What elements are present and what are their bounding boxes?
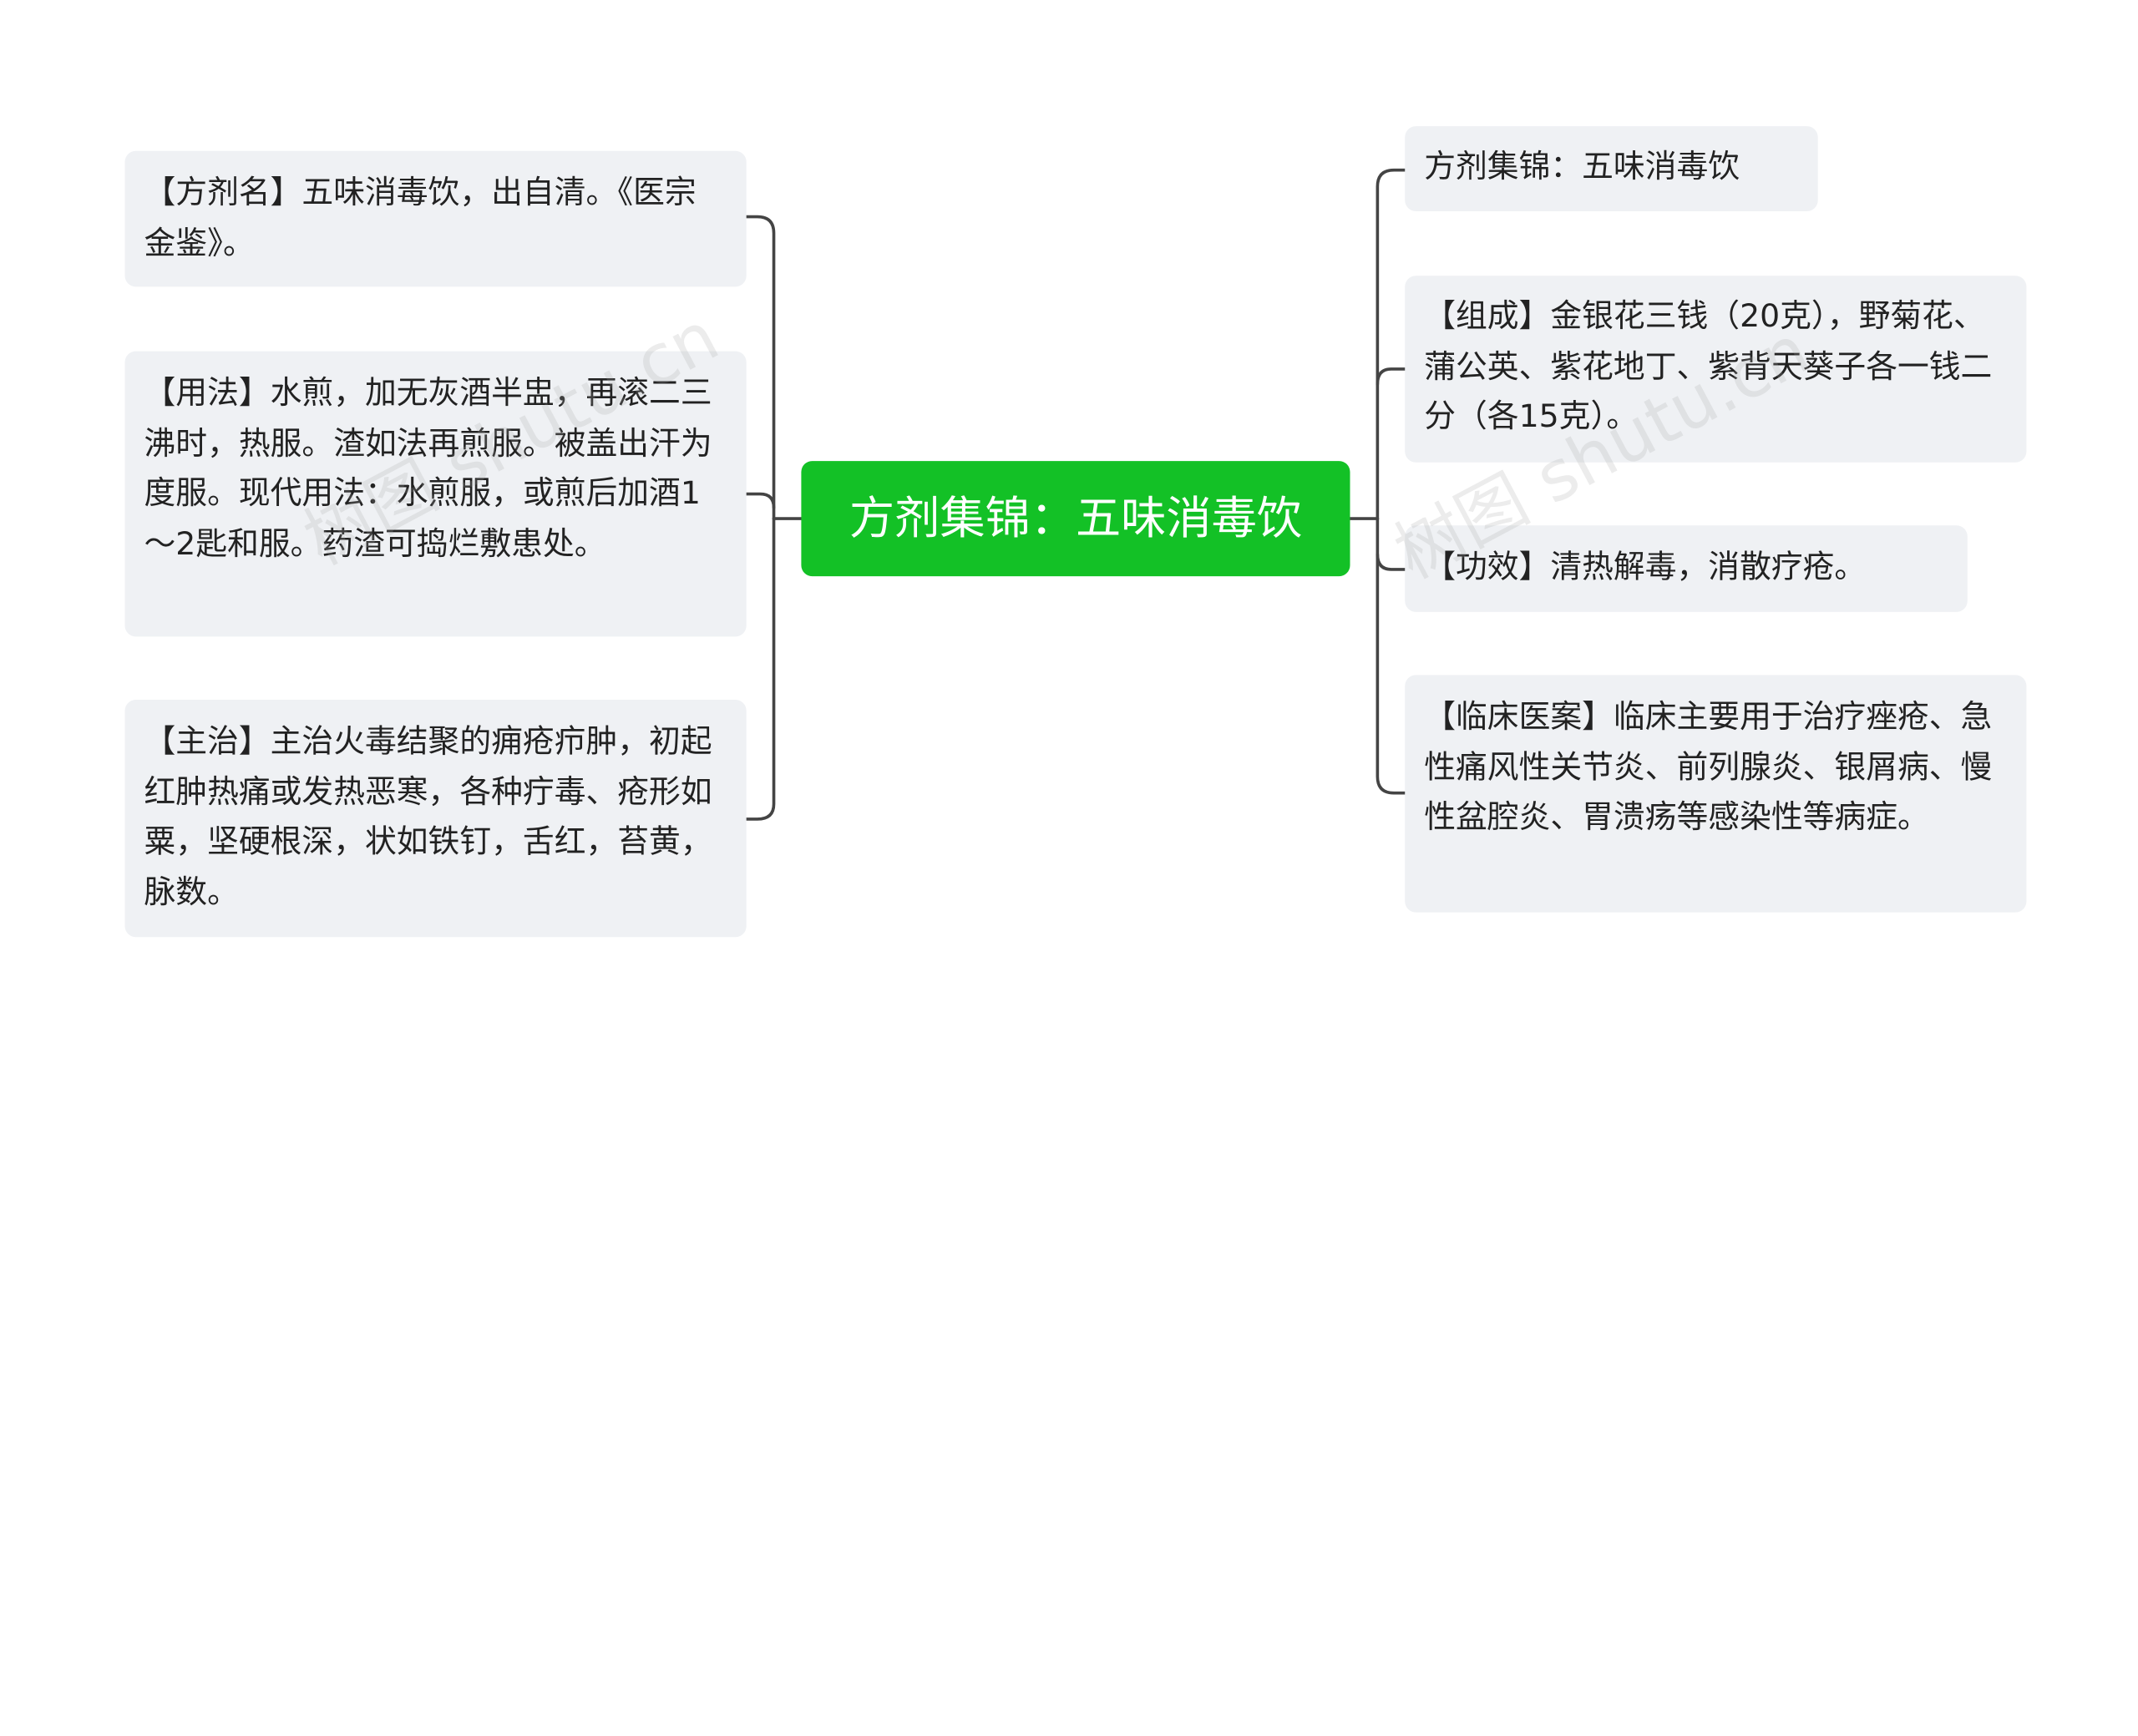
connector-lines [744,168,1407,821]
left-node-usage-text: 【用法】水煎，加无灰酒半盅，再滚二三沸时，热服。渣如法再煎服。被盖出汗为度服。现… [144,376,712,562]
connector-right-3 [1376,553,1407,571]
left-node-usage[interactable]: 【用法】水煎，加无灰酒半盅，再滚二三沸时，热服。渣如法再煎服。被盖出汗为度服。现… [124,351,747,637]
right-node-title[interactable]: 方剂集锦：五味消毒饮 [1405,126,1818,212]
connector-left-2 [744,492,776,509]
right-node-clinical-cases[interactable]: 【临床医案】临床主要用于治疗痤疮、急性痛风性关节炎、前列腺炎、银屑病、慢性盆腔炎… [1405,675,2027,913]
right-node-clinical-cases-text: 【临床医案】临床主要用于治疗痤疮、急性痛风性关节炎、前列腺炎、银屑病、慢性盆腔炎… [1424,699,1993,836]
right-node-efficacy[interactable]: 【功效】清热解毒，消散疗疮。 [1405,525,1968,612]
right-node-composition-text: 【组成】金银花三钱（20克），野菊花、蒲公英、紫花地丁、紫背天葵子各一钱二分（各… [1424,299,1993,435]
right-node-title-text: 方剂集锦：五味消毒饮 [1424,149,1740,185]
root-node[interactable]: 方剂集锦：五味消毒饮 [801,461,1350,577]
right-node-efficacy-text: 【功效】清热解毒，消散疗疮。 [1424,549,1867,586]
right-node-composition[interactable]: 【组成】金银花三钱（20克），野菊花、蒲公英、紫花地丁、紫背天葵子各一钱二分（各… [1405,276,2027,463]
connector-left-1 [744,215,776,520]
left-node-indications-text: 【主治】主治火毒结聚的痈疮疖肿，初起红肿热痛或发热恶寒，各种疔毒、疮形如粟，坚硬… [144,724,712,911]
root-node-label: 方剂集锦：五味消毒饮 [849,491,1303,545]
connector-right-2 [1376,367,1407,386]
left-node-prescription-name-text: 【方剂名】五味消毒饮，出自清。《医宗金鉴》。 [144,175,697,262]
left-node-prescription-name[interactable]: 【方剂名】五味消毒饮，出自清。《医宗金鉴》。 [124,150,747,287]
connector-right-4 [1376,517,1407,795]
connector-right-1 [1376,168,1407,520]
left-node-indications[interactable]: 【主治】主治火毒结聚的痈疮疖肿，初起红肿热痛或发热恶寒，各种疔毒、疮形如粟，坚硬… [124,699,747,938]
connector-left-3 [744,517,776,821]
